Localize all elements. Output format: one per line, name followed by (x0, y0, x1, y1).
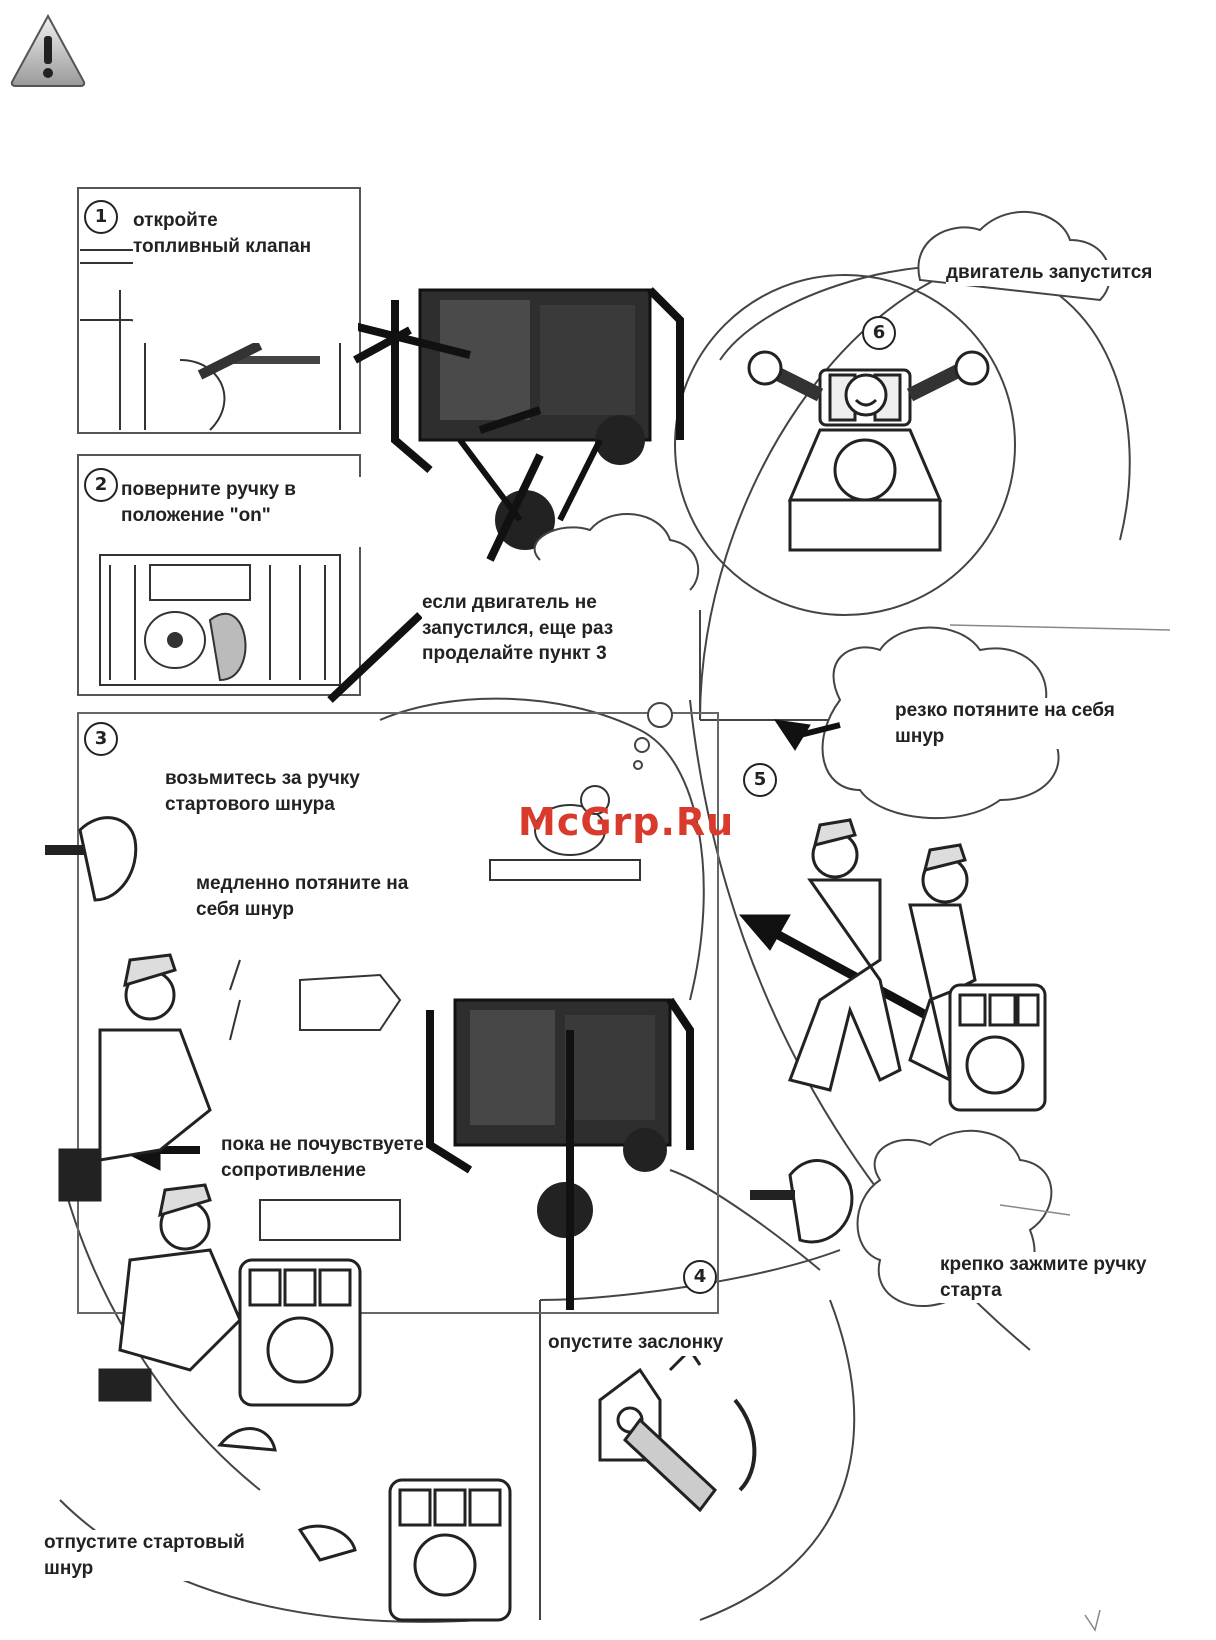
step-2-caption: поверните ручку в положение "on" (121, 477, 361, 547)
step-4-number: 4 (683, 1260, 717, 1294)
retry-note: если двигатель не запустился, еще раз пр… (422, 590, 614, 667)
step-6-caption: двигатель запустится (946, 260, 1153, 286)
step-2-number: 2 (84, 468, 118, 502)
step-3-caption-release: отпустите стартовый шнур (44, 1530, 245, 1582)
step-1-number: 1 (84, 200, 118, 234)
sketch-figures (229, 785, 641, 1241)
step-3-number: 3 (84, 722, 118, 756)
workers-step3 (58, 953, 512, 1622)
warning-triangle-shape (10, 13, 86, 87)
hands (45, 816, 854, 1562)
step-6-circle (674, 274, 1016, 616)
choke-lever (598, 1347, 757, 1513)
warning-icon (8, 10, 88, 90)
workers-step5 (788, 818, 1047, 1112)
step-4-caption: опустите заслонку (548, 1330, 724, 1356)
step-3-caption-pull: медленно потяните на себя шнур (196, 871, 409, 923)
watermark: McGrp.Ru (518, 800, 735, 844)
generator-photo-top (391, 287, 684, 550)
step-3-caption-grip: возьмитесь за ручку стартового шнура (165, 766, 360, 818)
generator-photo-bottom (426, 997, 694, 1238)
mascot-engine (747, 350, 990, 552)
step-5-caption-grip: крепко зажмите ручку старта (940, 1252, 1147, 1304)
step-3-caption-resist: пока не почувствуете сопротивление (221, 1132, 424, 1184)
step-5-caption-pull: резко потяните на себя шнур (895, 698, 1115, 750)
step-5-number: 5 (743, 763, 777, 797)
step-6-number: 6 (862, 316, 896, 350)
step-1-caption: откройте топливный клапан (133, 208, 358, 343)
